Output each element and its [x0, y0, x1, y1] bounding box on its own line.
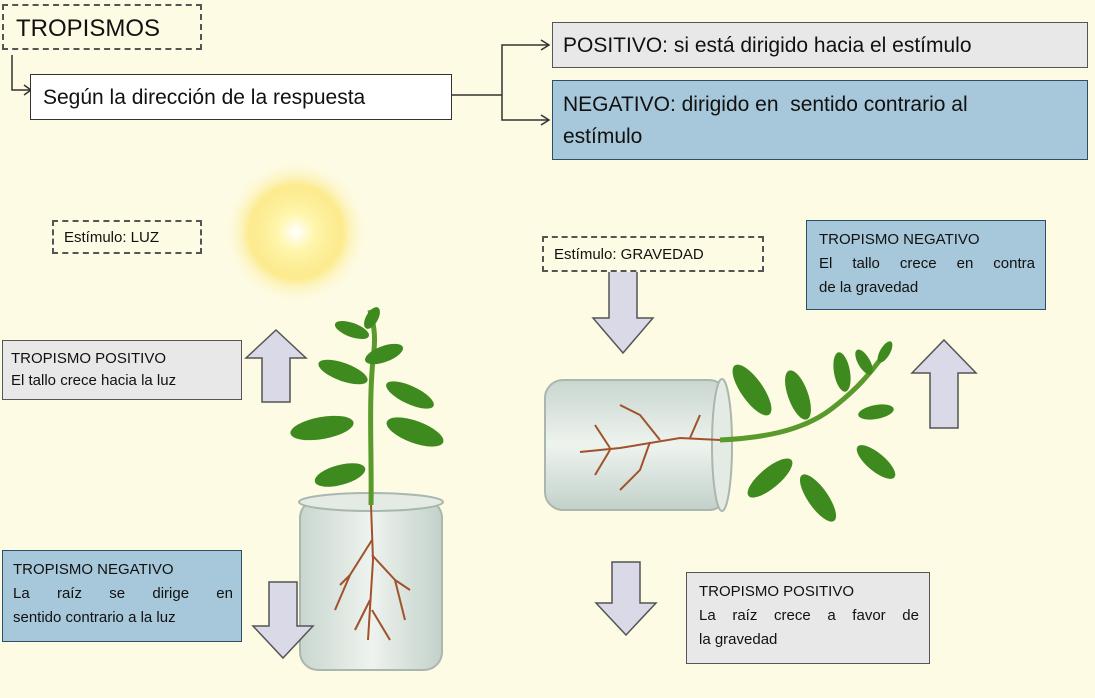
roots-right-icon	[579, 404, 721, 491]
left-positive-box: TROPISMO POSITIVO El tallo crece hacia l…	[2, 340, 242, 400]
right-positive-box: TROPISMO POSITIVO La raíz crece a favor …	[686, 572, 930, 664]
positive-definition-box: POSITIVO: si está dirigido hacia el estí…	[552, 22, 1088, 68]
arrow-down-right-icon	[594, 561, 658, 637]
left-positive-title: TROPISMO POSITIVO	[11, 350, 167, 367]
left-negative-line2: sentido contrario a la luz	[13, 609, 176, 626]
criterion-box: Según la dirección de la respuesta	[30, 74, 452, 120]
stimulus-light-box: Estímulo: LUZ	[52, 220, 202, 254]
arrow-up-right-icon	[910, 338, 978, 429]
positive-definition-text: POSITIVO: si está dirigido hacia el estí…	[563, 34, 972, 57]
negative-definition-line2: estímulo	[563, 125, 643, 148]
sun-icon	[224, 160, 368, 304]
stimulus-gravity-text: Estímulo: GRAVEDAD	[554, 246, 704, 263]
stimulus-light-text: Estímulo: LUZ	[64, 229, 160, 246]
arrow-down-left-icon	[251, 581, 315, 660]
title-box: TROPISMOS	[2, 4, 202, 50]
stimulus-gravity-box: Estímulo: GRAVEDAD	[542, 236, 764, 272]
arrow-up-left-icon	[244, 328, 308, 403]
left-negative-line1: La raíz se dirige en	[13, 585, 233, 602]
connector-criterion-branches	[452, 39, 551, 126]
roots-left-icon	[334, 504, 411, 641]
right-negative-title: TROPISMO NEGATIVO	[819, 231, 980, 248]
left-positive-text: El tallo crece hacia la luz	[11, 372, 177, 389]
left-negative-box: TROPISMO NEGATIVO La raíz se dirige en s…	[2, 550, 242, 642]
right-negative-box: TROPISMO NEGATIVO El tallo crece en cont…	[806, 220, 1046, 310]
plant-left-icon	[290, 307, 444, 506]
left-negative-title: TROPISMO NEGATIVO	[13, 561, 174, 578]
right-positive-title: TROPISMO POSITIVO	[699, 583, 855, 600]
negative-definition-box: NEGATIVO: dirigido en sentido contrario …	[552, 80, 1088, 160]
title-text: TROPISMOS	[16, 15, 161, 42]
negative-definition-line1: NEGATIVO: dirigido en sentido contrario …	[563, 93, 968, 116]
right-negative-line1: El tallo crece en contra	[819, 255, 1035, 272]
plant-right-icon	[719, 341, 896, 522]
connector-title-criterion	[11, 55, 33, 96]
right-negative-line2: de la gravedad	[819, 279, 919, 296]
right-positive-line1: La raíz crece a favor de	[699, 607, 919, 624]
criterion-text: Según la dirección de la respuesta	[43, 86, 366, 109]
arrow-down-gravity-icon	[591, 269, 655, 355]
right-positive-line2: la gravedad	[699, 631, 778, 648]
